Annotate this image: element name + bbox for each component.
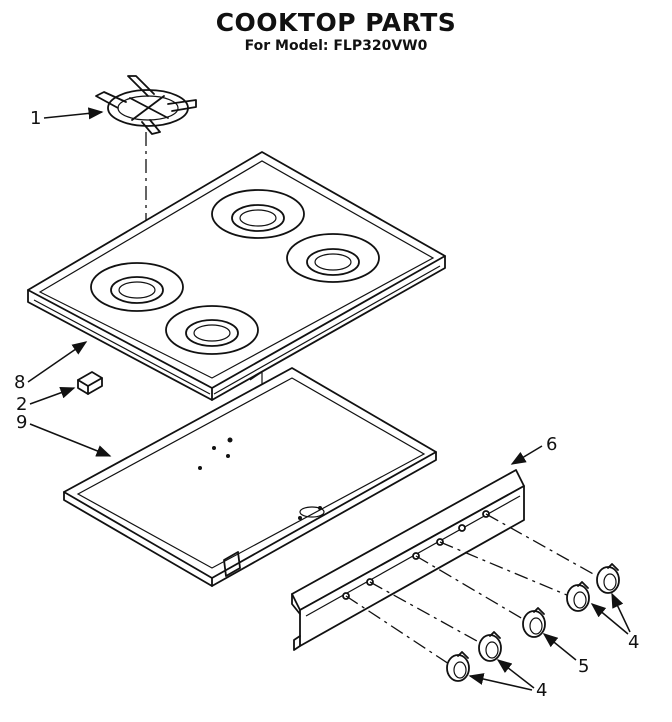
callout-8: 8 [14,341,88,393]
callout-5: 5 [542,633,589,677]
callout-label-5: 5 [578,656,589,677]
burner-grate-part [95,75,197,135]
burner-well-rear-right [286,233,380,283]
callout-label-8: 8 [14,372,25,393]
callout-label-9: 9 [16,412,27,433]
knob-part-rear-left [566,581,590,612]
burner-well-front-left [90,262,184,312]
callout-4-front: 4 [468,659,547,701]
knob-part-center [522,607,546,638]
cooktop-main-top-part [27,151,446,401]
callout-label-2: 2 [16,394,27,415]
diagram-title: COOKTOP PARTS [215,8,457,37]
knob-part-front-left [446,651,470,682]
valve-alignment-lines [345,513,605,667]
manifold-bracket-part [291,469,525,651]
knob-part-rear-right [596,563,620,594]
callout-label-6: 6 [546,434,557,455]
callout-6: 6 [510,434,557,465]
burner-box-tray-part [63,367,437,587]
callout-4-rear: 4 [590,592,639,653]
burner-well-front-right [165,305,259,355]
knob-part-front-right [478,631,502,662]
burner-well-rear-left [211,189,305,239]
callout-label-1: 1 [30,108,41,129]
diagram-subtitle: For Model: FLP320VW0 [244,38,428,54]
callout-label-4-front: 4 [536,680,547,701]
callout-9: 9 [16,412,112,457]
clip-part [77,371,103,395]
callout-label-4-rear: 4 [628,632,639,653]
callout-1: 1 [30,107,104,129]
callout-2: 2 [16,386,76,415]
